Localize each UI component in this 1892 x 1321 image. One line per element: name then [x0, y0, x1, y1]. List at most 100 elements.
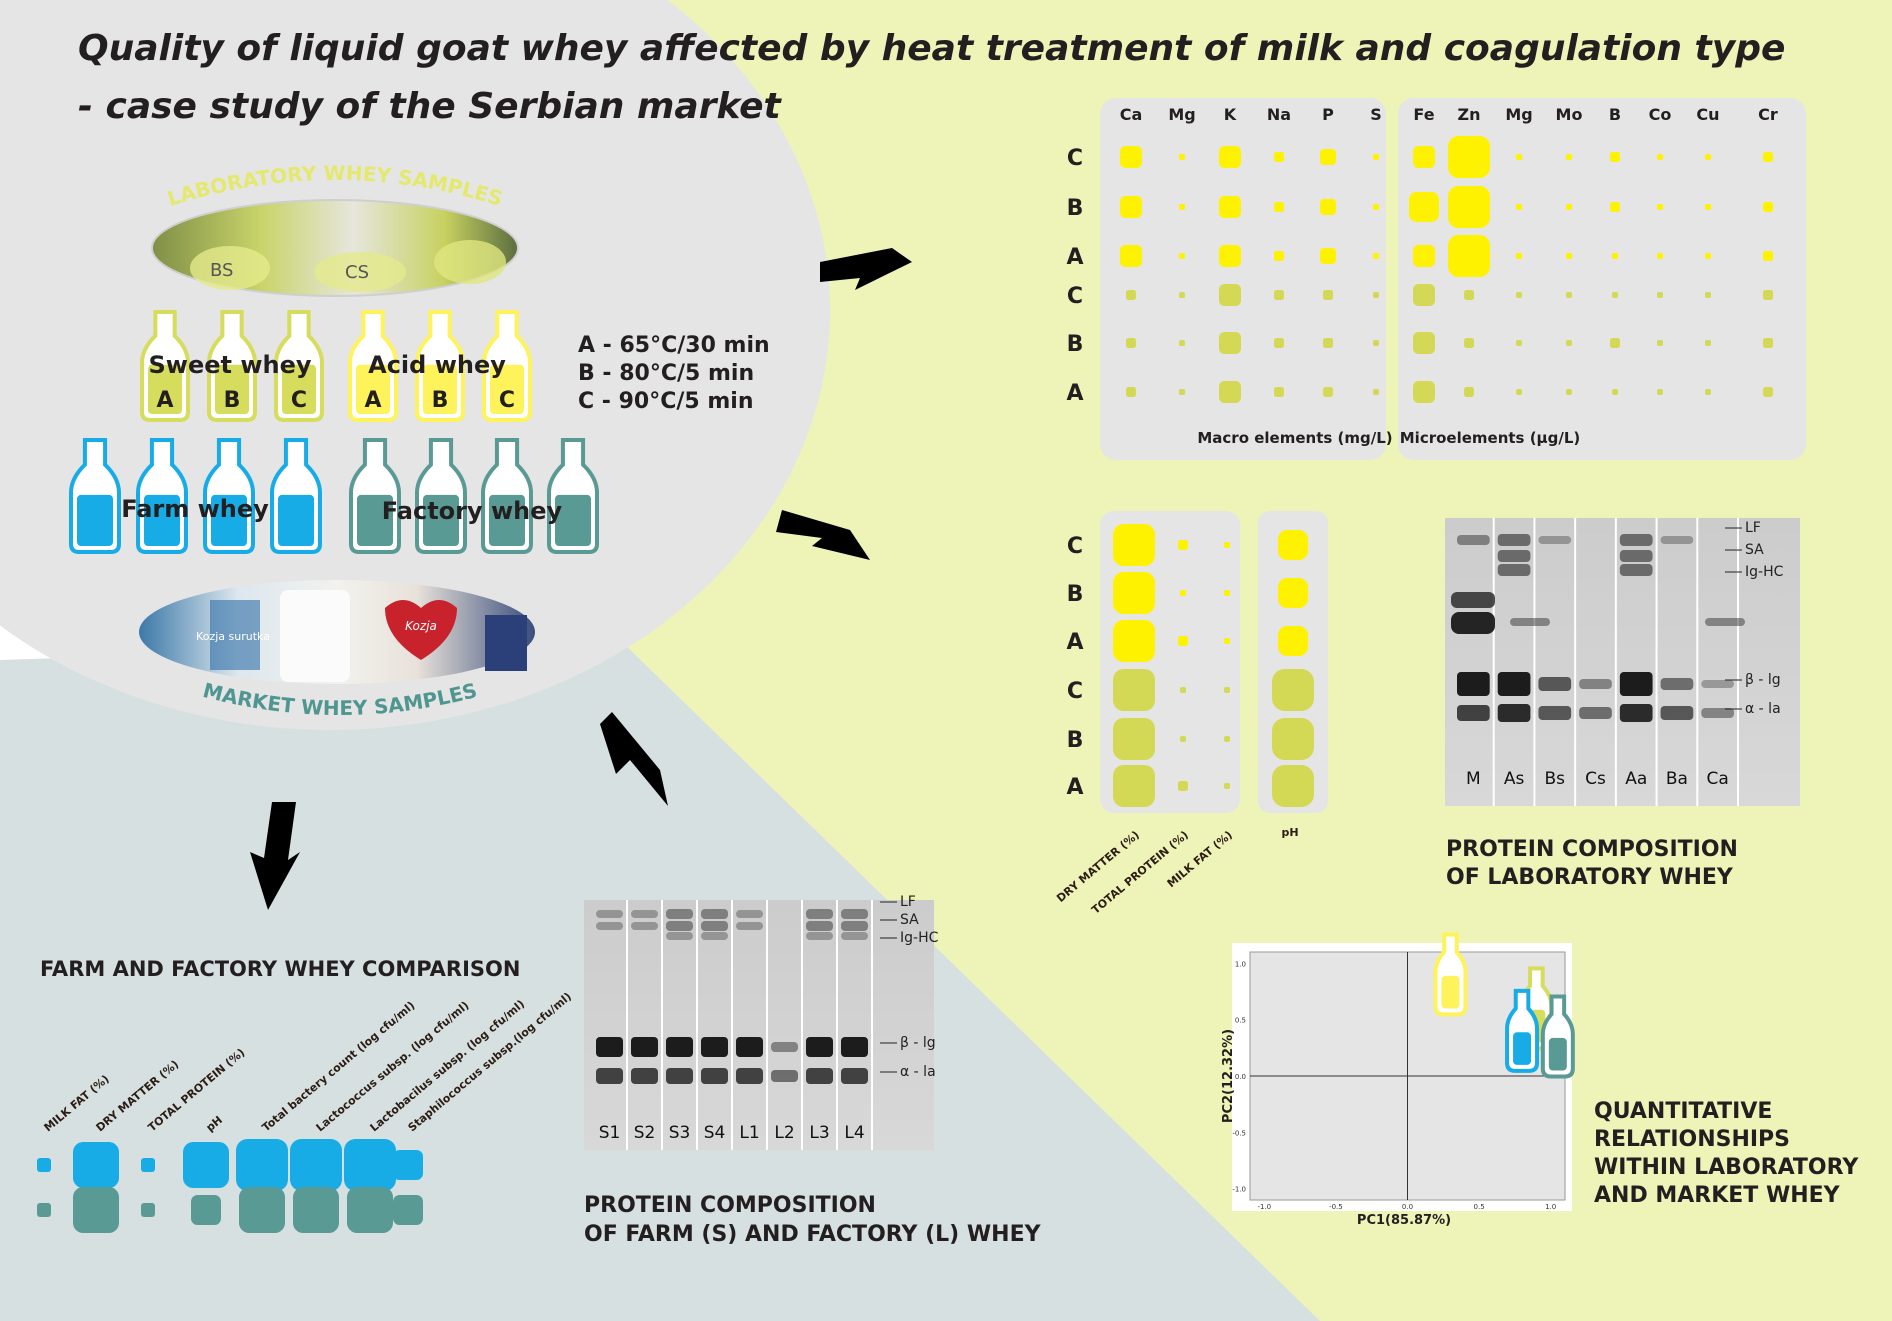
sweet-bottle-0: [140, 310, 190, 422]
labGel-band-4-2: [1619, 564, 1653, 576]
macro-bubble-1-5: [1373, 204, 1379, 210]
mineral-row-label-2: A: [1066, 245, 1083, 270]
lab-gel-m-band-1: [1451, 592, 1495, 608]
market-package-left: [210, 600, 260, 670]
farm-bottle-2-liquid: [211, 494, 247, 546]
farm-bottle-2: [203, 438, 255, 554]
macro-bubble-4-4: [1323, 338, 1333, 348]
micro-bubble-1-2: [1516, 204, 1522, 210]
farmGel-lane-L2: L2: [774, 1123, 794, 1143]
comparison-title: FARM AND FACTORY WHEY COMPARISON: [40, 957, 520, 981]
farm-bottle-3: [270, 438, 322, 554]
farmGel-band-7-2: [841, 932, 868, 940]
factory-bottle-2: [481, 438, 533, 554]
farm-bubble-7: [393, 1150, 423, 1180]
farm-bubble-4: [236, 1139, 288, 1191]
micro-bubble-1-0: [1409, 192, 1439, 222]
pca-y-tick-4: -1.0: [1232, 1186, 1246, 1194]
micro-bubble-5-7: [1763, 387, 1773, 397]
micro-bubble-2-5: [1657, 253, 1663, 259]
labGel-band-6-4: [1701, 708, 1734, 718]
sweet-letter-2: C: [291, 388, 307, 413]
labGel-band-0-4: [1457, 705, 1490, 721]
farmGel-lane-S4: S4: [704, 1123, 726, 1143]
macro-bubble-5-2: [1219, 381, 1241, 403]
composition-bubble-5-2: [1224, 783, 1230, 789]
macro-bubble-5-0: [1126, 387, 1136, 397]
sweet-bottle-0-liquid: [148, 364, 182, 414]
composition-bubble-0-0: [1113, 524, 1155, 566]
composition-bubble-3-2: [1224, 687, 1230, 693]
factory-bottle-0: [349, 438, 401, 554]
heart-icon: [385, 600, 457, 660]
macro-col-Na: Na: [1267, 105, 1291, 124]
farmGel-band-7-0: [841, 909, 868, 919]
pca-point-factory: [1540, 994, 1575, 1079]
composition-bubble-0-2: [1224, 542, 1230, 548]
factory-bubble-4: [239, 1187, 285, 1233]
pca-x-tick-3: 0.5: [1474, 1203, 1485, 1211]
ph-bubble-5: [1272, 765, 1314, 807]
labGel-band-5-0: [1660, 536, 1694, 544]
micro-bubble-2-6: [1705, 253, 1711, 259]
market-package-right: [485, 615, 527, 671]
macro-col-Ca: Ca: [1120, 105, 1143, 124]
farm-bubble-0: [37, 1158, 51, 1172]
factory-whey-label: Factory whey: [382, 497, 563, 525]
factory-bubble-7: [393, 1195, 423, 1225]
macro-bubble-4-2: [1219, 332, 1241, 354]
micro-bubble-2-3: [1566, 253, 1572, 259]
sweet-bottle-2: [274, 310, 324, 422]
market-label-2: Kozja: [405, 619, 437, 633]
composition-bubble-4-1: [1180, 736, 1186, 742]
macro-bubble-1-2: [1219, 196, 1241, 218]
sweet-letter-0: A: [156, 388, 173, 413]
composition-bubble-1-2: [1224, 590, 1230, 596]
composition-bubble-3-1: [1180, 687, 1186, 693]
pca-title-4: AND MARKET WHEY: [1594, 1183, 1841, 1208]
pca-y-label: PC2(12.32%): [1221, 1029, 1236, 1123]
flask-mark-bs: BS: [210, 260, 233, 281]
factory-bubble-1: [73, 1187, 119, 1233]
ph-bubble-4: [1272, 718, 1314, 760]
sweet-bottle-1-liquid: [215, 364, 249, 414]
macro-elements-label: Macro elements (mg/L): [1197, 429, 1392, 447]
farmGel-band-0-0: [596, 910, 623, 918]
micro-bubble-5-4: [1612, 389, 1618, 395]
micro-bubble-0-2: [1516, 154, 1522, 160]
labGel-band-label-2: Ig-HC: [1745, 564, 1784, 580]
farmGel-lane-L1: L1: [739, 1123, 759, 1143]
factory-bubble-3: [191, 1195, 221, 1225]
mineral-row-label-1: B: [1067, 196, 1084, 221]
flow-arrows: [250, 248, 912, 910]
farm-whey-label: Farm whey: [121, 495, 269, 523]
micro-bubble-4-0: [1413, 332, 1435, 354]
labGel-band-0-0: [1457, 535, 1490, 545]
labGel-lane-Aa: Aa: [1625, 769, 1647, 789]
farm-bottle-1-liquid: [144, 494, 180, 546]
farm-bubble-1: [73, 1142, 119, 1188]
pca-x-tick-2: 0.0: [1402, 1203, 1413, 1211]
ph-bubble-0: [1278, 530, 1308, 560]
labGel-band-4-1: [1619, 550, 1653, 562]
pca-x-tick-1: -0.5: [1329, 1203, 1343, 1211]
factory-bottle-3: [547, 438, 599, 554]
farm-gel-title-1: PROTEIN COMPOSITION: [584, 1193, 876, 1218]
pca-y-tick-2: 0.0: [1235, 1073, 1246, 1081]
composition-bubble-2-0: [1113, 620, 1155, 662]
macro-bubble-2-5: [1373, 253, 1379, 259]
micro-bubble-5-0: [1413, 381, 1435, 403]
macro-bubble-4-5: [1373, 340, 1379, 346]
pca-point-farm-liquid: [1513, 1032, 1532, 1065]
pca-x-label: PC1(85.87%): [1357, 1213, 1451, 1228]
composition-bubble-2-1: [1178, 636, 1188, 646]
composition-row-label-4: B: [1067, 728, 1084, 753]
farmGel-band-3-0: [701, 909, 728, 919]
farmGel-band-label-0: LF: [900, 894, 916, 910]
arrow-to-farm-gel: [600, 712, 668, 806]
micro-col-Mo: Mo: [1556, 105, 1583, 124]
farmGel-band-5-4: [771, 1070, 798, 1082]
macro-bubble-1-1: [1179, 204, 1185, 210]
pca-point-factory-liquid: [1548, 1037, 1567, 1071]
